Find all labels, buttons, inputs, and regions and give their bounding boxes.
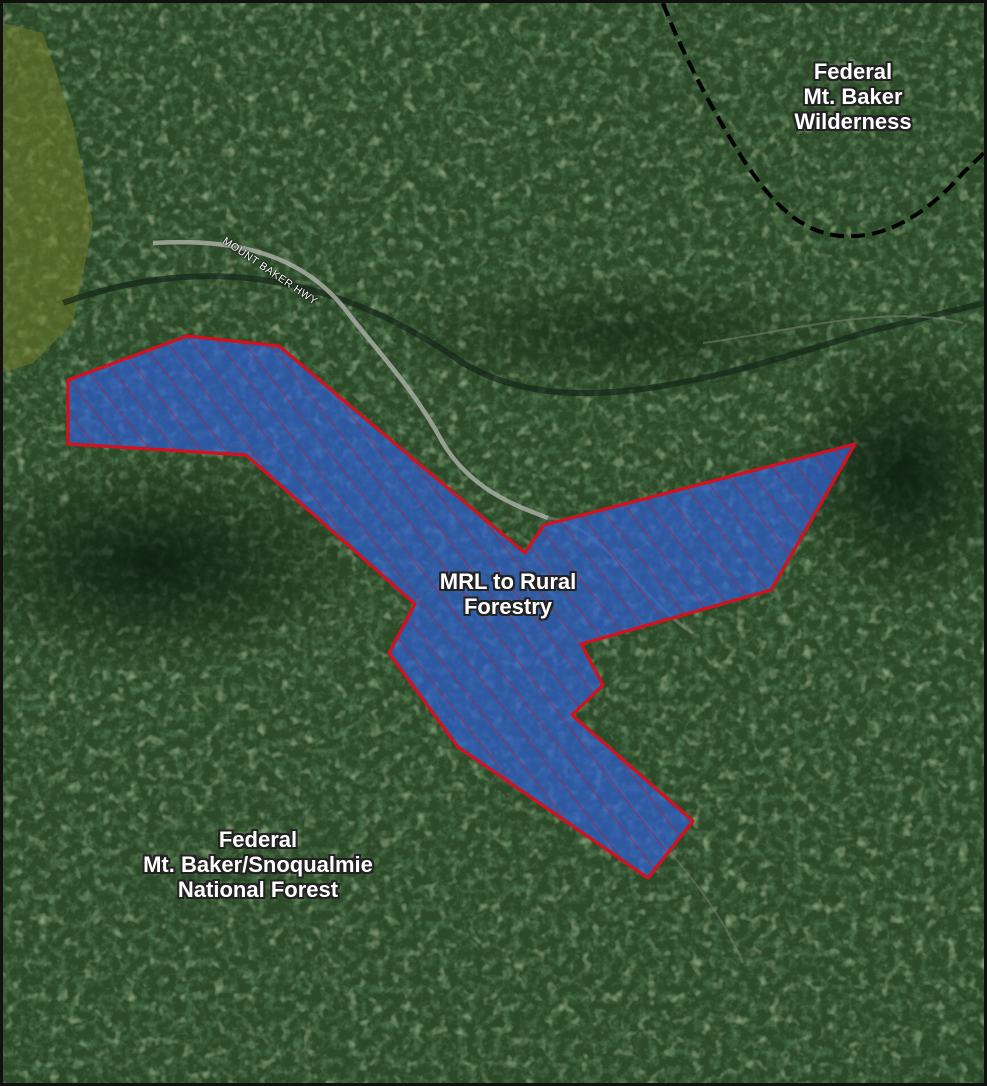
wilderness-label-line: Federal — [813, 59, 893, 84]
foliage-patch — [3, 23, 93, 373]
wilderness-label: Federal Mt. Baker Wilderness — [738, 59, 968, 134]
national-forest-label-line: National Forest — [177, 877, 339, 902]
parcel-label-line: MRL to Rural — [439, 569, 577, 594]
valley-shadow — [383, 273, 863, 393]
valley-shadow — [783, 333, 984, 613]
wilderness-label-line: Wilderness — [794, 109, 912, 134]
valley-shadow — [3, 453, 373, 673]
parcel-label: MRL to Rural Forestry — [398, 569, 618, 619]
parcel-label-line: Forestry — [463, 594, 553, 619]
wilderness-boundary-line — [661, 3, 984, 239]
aerial-imagery — [3, 3, 984, 1083]
creek-line — [61, 273, 984, 397]
national-forest-label-line: Mt. Baker/Snoqualmie — [143, 852, 373, 877]
national-forest-label-line: Federal — [218, 827, 298, 852]
logging-road — [702, 315, 964, 344]
national-forest-label: Federal Mt. Baker/Snoqualmie National Fo… — [83, 827, 433, 902]
mount-baker-hwy-road — [152, 239, 549, 521]
parcel-outline — [66, 334, 857, 880]
wilderness-label-line: Mt. Baker — [803, 84, 903, 109]
